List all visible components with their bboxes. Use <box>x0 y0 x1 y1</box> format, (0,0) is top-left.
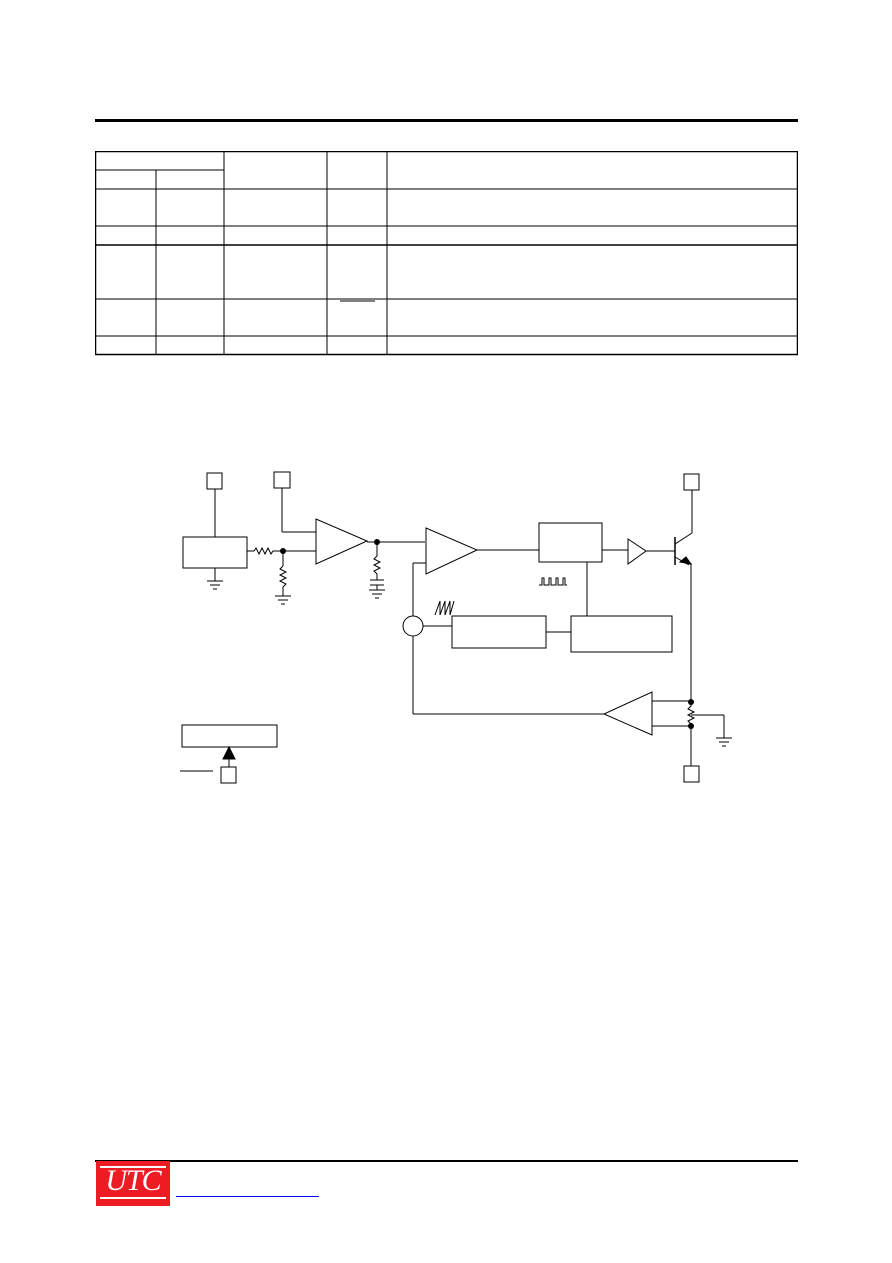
reference-block <box>182 536 248 569</box>
block-diagram <box>160 460 760 790</box>
pin-table-grid <box>95 151 798 356</box>
logic-block <box>538 522 603 563</box>
enable-block <box>181 724 278 748</box>
error-amplifier <box>315 518 369 565</box>
utc-logo: UTC <box>96 1161 170 1206</box>
header-rule <box>95 119 798 122</box>
pin-box-adj <box>273 471 291 489</box>
pwm-comparator <box>425 527 479 575</box>
pin-box-out <box>683 473 700 491</box>
logo-text: UTC <box>105 1164 161 1197</box>
block-diagram-svg <box>180 471 732 784</box>
protection-block <box>570 615 673 653</box>
current-sense-amplifier <box>602 691 653 736</box>
oscillator-block <box>451 615 547 649</box>
pin-box-gnd <box>683 765 700 783</box>
driver-buffer <box>627 538 647 565</box>
footer-rule <box>95 1160 798 1162</box>
logo-frame <box>100 1166 166 1199</box>
website-link[interactable] <box>176 1196 319 1197</box>
pin-box-en <box>220 766 237 784</box>
pin-box-vin <box>206 472 223 490</box>
pin-description-table <box>95 151 798 356</box>
summing-node <box>402 615 424 637</box>
